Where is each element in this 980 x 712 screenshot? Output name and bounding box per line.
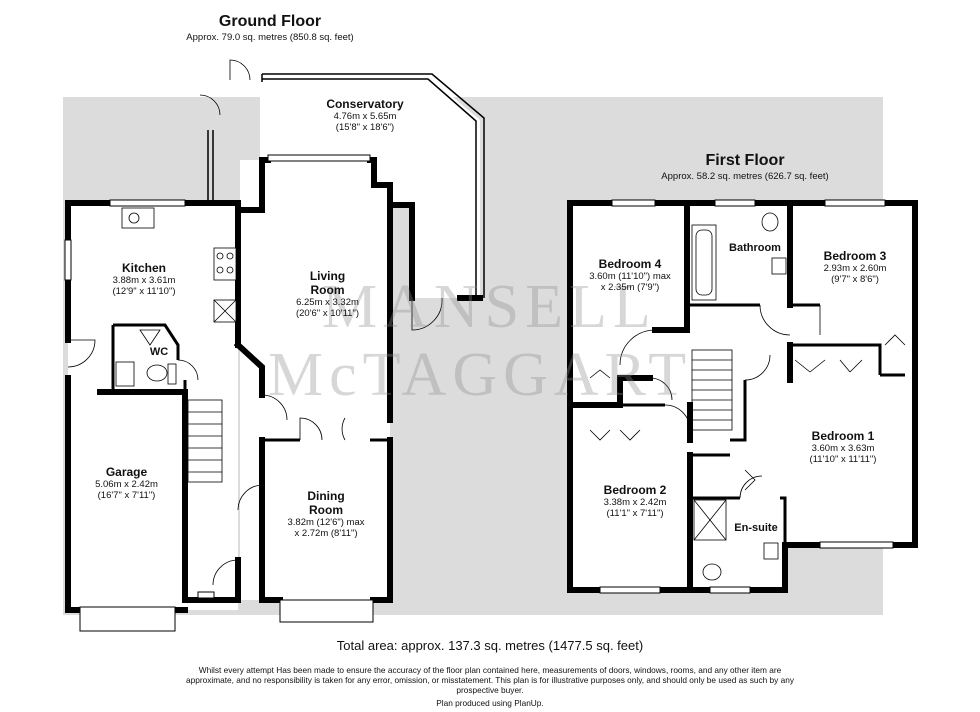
garage-name: Garage <box>105 465 148 479</box>
living-room-label: Living Room 6.25m x 3.32m (20'6" x 10'11… <box>265 269 390 319</box>
living-room-dim-imperial: (20'6" x 10'11") <box>295 307 359 319</box>
living-room-name-line2: Room <box>310 282 345 297</box>
bedroom2-dim-metric: 3.38m x 2.42m <box>603 496 667 508</box>
watermark-line2: McTAGGART <box>268 341 693 409</box>
garage-label: Garage 5.06m x 2.42m (16'7" x 7'11") <box>70 465 183 502</box>
bedroom4-dim-line1: 3.60m (11'10") max <box>589 270 671 282</box>
bedroom2-dim-imperial: (11'1" x 7'11") <box>606 507 664 519</box>
first-floor-fills <box>570 203 915 590</box>
disclaimer: Whilst every attempt Has been made to en… <box>186 665 794 695</box>
kitchen-name: Kitchen <box>121 261 166 275</box>
dining-room-name-line1: Dining <box>307 489 345 503</box>
first-floor-area: Approx. 58.2 sq. metres (626.7 sq. feet) <box>661 171 829 182</box>
dining-room-dim-line2: x 2.72m (8'11") <box>294 527 358 539</box>
ground-floor-stairs <box>187 399 223 483</box>
watermark-line1: MANSELL <box>322 273 657 341</box>
bedroom3-label: Bedroom 3 2.93m x 2.60m (9'7" x 8'6") <box>800 249 910 286</box>
conservatory-dim-metric: 4.76m x 5.65m <box>333 110 397 122</box>
dining-room-label: Dining Room 3.82m (12'6") max x 2.72m (8… <box>263 489 389 539</box>
first-floor-fixtures <box>691 212 787 581</box>
bedroom1-dim-metric: 3.60m x 3.63m <box>811 442 875 454</box>
ground-floor-walls <box>65 157 483 613</box>
bedroom3-dim-imperial: (9'7" x 8'6") <box>831 273 879 285</box>
bedroom4-dim-line2: x 2.35m (7'9") <box>600 281 660 293</box>
kitchen-label: Kitchen 3.88m x 3.61m (12'9" x 11'10") <box>84 261 204 298</box>
dining-room-name-line2: Room <box>309 502 343 517</box>
first-floor-internal-walls <box>620 303 905 545</box>
bathroom-label: Bathroom <box>729 242 781 254</box>
first-floor-title: First Floor <box>705 152 785 169</box>
living-room-dim-metric: 6.25m x 3.32m <box>296 296 359 308</box>
wc-label: WC <box>149 346 169 358</box>
conservatory-outline <box>207 73 485 298</box>
living-room-name-line1: Living <box>309 269 346 283</box>
kitchen-dim-metric: 3.88m x 3.61m <box>112 274 176 286</box>
ground-floor-area: Approx. 79.0 sq. metres (850.8 sq. feet) <box>186 32 354 43</box>
conservatory-label: Conservatory 4.76m x 5.65m (15'8" x 18'6… <box>300 97 430 134</box>
bedroom4-label: Bedroom 4 3.60m (11'10") max x 2.35m (7'… <box>574 257 686 294</box>
bedroom4-name: Bedroom 4 <box>598 257 662 271</box>
conservatory-name: Conservatory <box>326 97 404 111</box>
ground-floor-internal-walls <box>111 323 390 442</box>
bedroom1-name: Bedroom 1 <box>811 429 875 443</box>
ground-floor-fixtures <box>115 207 237 387</box>
first-floor-stairs <box>691 349 733 431</box>
ensuite-label: En-suite <box>734 522 778 534</box>
kitchen-dim-imperial: (12'9" x 11'10") <box>112 285 176 297</box>
bedroom1-label: Bedroom 1 3.60m x 3.63m (11'10" x 11'11"… <box>788 429 898 466</box>
total-area: Total area: approx. 137.3 sq. metres (14… <box>336 638 644 653</box>
ground-floor-doors <box>67 59 443 586</box>
plan-credit: Plan produced using PlanUp. <box>436 698 544 708</box>
ground-floor-title: Ground Floor <box>218 13 322 30</box>
bedroom3-dim-metric: 2.93m x 2.60m <box>823 262 887 274</box>
first-floor-walls <box>567 200 918 593</box>
first-floor-windows <box>599 199 894 594</box>
bedroom3-name: Bedroom 3 <box>823 249 887 263</box>
garage-dim-imperial: (16'7" x 7'11") <box>97 489 156 501</box>
bedroom2-label: Bedroom 2 3.38m x 2.42m (11'1" x 7'11") <box>580 483 690 520</box>
first-floor-doors <box>589 304 906 499</box>
conservatory-dim-imperial: (15'8" x 18'6") <box>335 121 395 133</box>
garage-dim-metric: 5.06m x 2.42m <box>95 478 158 490</box>
ground-floor-windows <box>64 154 374 632</box>
dining-room-dim-line1: 3.82m (12'6") max <box>287 516 365 528</box>
bedroom1-dim-imperial: (11'10" x 11'11") <box>809 453 877 465</box>
bedroom2-name: Bedroom 2 <box>603 483 667 497</box>
